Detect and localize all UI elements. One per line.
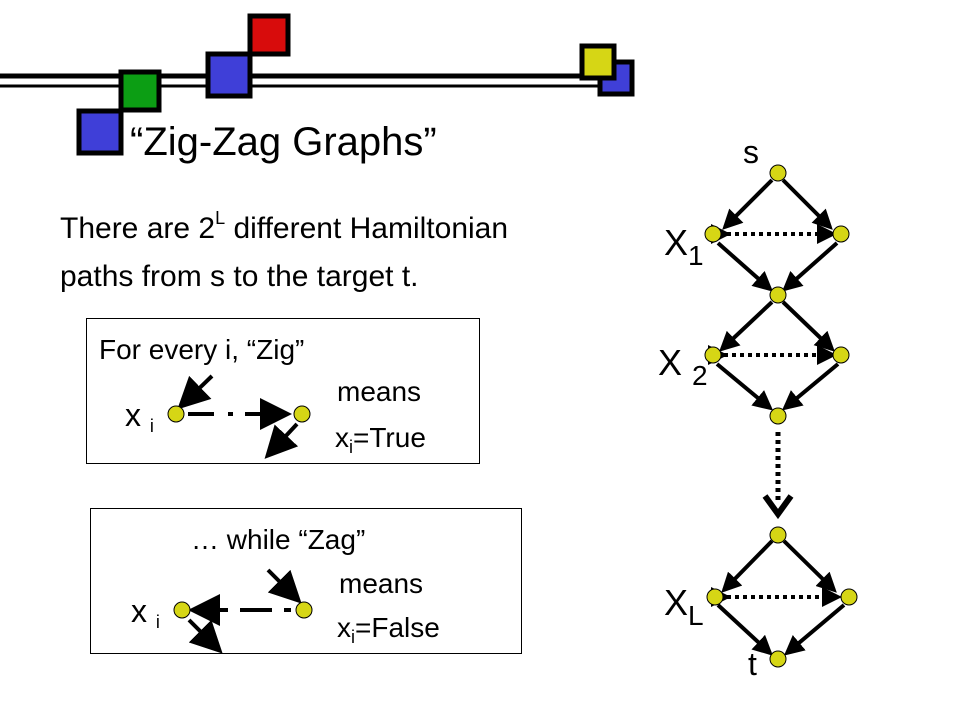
edge-xl-bottom-left — [716, 603, 773, 656]
zig-outgoing-edge — [264, 422, 299, 459]
edge-xl-top-left — [721, 539, 774, 593]
red-square — [247, 13, 291, 57]
zag-box: … while “Zag” x i means xi=False — [90, 508, 522, 654]
zag-variable: x i — [131, 593, 160, 633]
edge-s-x1-left — [722, 178, 774, 230]
gadget-x2-sub: 2 — [692, 360, 708, 391]
zig-result-main: x — [335, 422, 349, 453]
gadget-x1-main: X — [664, 222, 689, 263]
zig-node-left — [167, 405, 185, 423]
edge-x2-top-left — [719, 300, 774, 352]
edge-x2-top-right — [781, 300, 835, 352]
zag-result-sub: i — [351, 627, 355, 647]
node-xl-right — [840, 588, 858, 606]
intro-sup: L — [215, 208, 226, 228]
zig-incoming-edge — [177, 374, 214, 410]
node-mid-1 — [769, 286, 787, 304]
edge-x1-mid-right — [782, 241, 839, 292]
ellipsis-arrowhead — [762, 494, 794, 520]
gadget-label-xl: XL — [664, 582, 704, 631]
source-label: s — [743, 134, 759, 170]
intro-line-1: There are 2L different Hamiltonian — [60, 194, 508, 253]
zag-var-sub: i — [155, 612, 160, 632]
edge-x2-bottom-right — [781, 362, 840, 411]
blue-square-middle — [205, 51, 253, 99]
slide-title: “Zig-Zag Graphs” — [130, 120, 437, 164]
zag-outgoing-edge — [187, 618, 223, 654]
intro-post: different Hamiltonian — [225, 212, 509, 245]
node-x2-left — [704, 346, 722, 364]
node-x2-right — [832, 346, 850, 364]
zig-node-right — [293, 405, 311, 423]
zag-heading: … while “Zag” — [191, 524, 366, 555]
node-x1-left — [704, 225, 722, 243]
target-label: t — [748, 646, 757, 682]
zag-result-value: =False — [355, 612, 440, 643]
zag-incoming-edge — [266, 568, 302, 604]
zig-variable: x i — [125, 397, 154, 437]
zag-result: xi=False — [337, 611, 440, 654]
node-x1-right — [832, 225, 850, 243]
zag-var-main: x — [131, 593, 147, 629]
zag-node-left — [173, 601, 191, 619]
zag-means: means — [339, 568, 424, 599]
zig-var-sub: i — [149, 416, 154, 436]
edge-s-x1-right — [781, 178, 833, 230]
intro-pre: There are 2 — [60, 212, 216, 245]
gadget-xl-sub: L — [688, 600, 704, 631]
yellow-square — [579, 43, 617, 81]
gadget-label-x2: X 2 — [658, 342, 708, 391]
intro-line-2: paths from s to the target t. — [60, 260, 419, 293]
zag-node-right — [295, 601, 313, 619]
zig-result: xi=True — [335, 421, 426, 464]
zig-var-main: x — [125, 397, 141, 433]
blue-square-left — [76, 108, 124, 156]
intro-paragraph: There are 2L different Hamiltonian paths… — [60, 194, 508, 301]
gadget-x2-main: X — [658, 342, 683, 383]
zig-heading: For every i, “Zig” — [99, 334, 305, 365]
gadget-xl-main: X — [664, 582, 689, 623]
edge-x2-bottom-left — [715, 362, 774, 411]
green-square — [118, 69, 162, 113]
zig-result-sub: i — [349, 437, 353, 457]
gadget-x1-sub: 1 — [688, 240, 704, 271]
node-t — [769, 650, 787, 668]
gadget-label-x1: X1 — [664, 222, 704, 271]
zig-result-value: =True — [353, 422, 426, 453]
edge-xl-top-right — [782, 539, 837, 593]
node-xl-left — [706, 588, 724, 606]
node-s — [769, 164, 787, 182]
edge-x1-mid-left — [716, 241, 773, 292]
node-mid-2 — [769, 407, 787, 425]
zig-means: means — [337, 376, 422, 407]
edge-xl-bottom-right — [783, 603, 846, 656]
zag-result-main: x — [337, 612, 351, 643]
node-xl-top — [769, 526, 787, 544]
